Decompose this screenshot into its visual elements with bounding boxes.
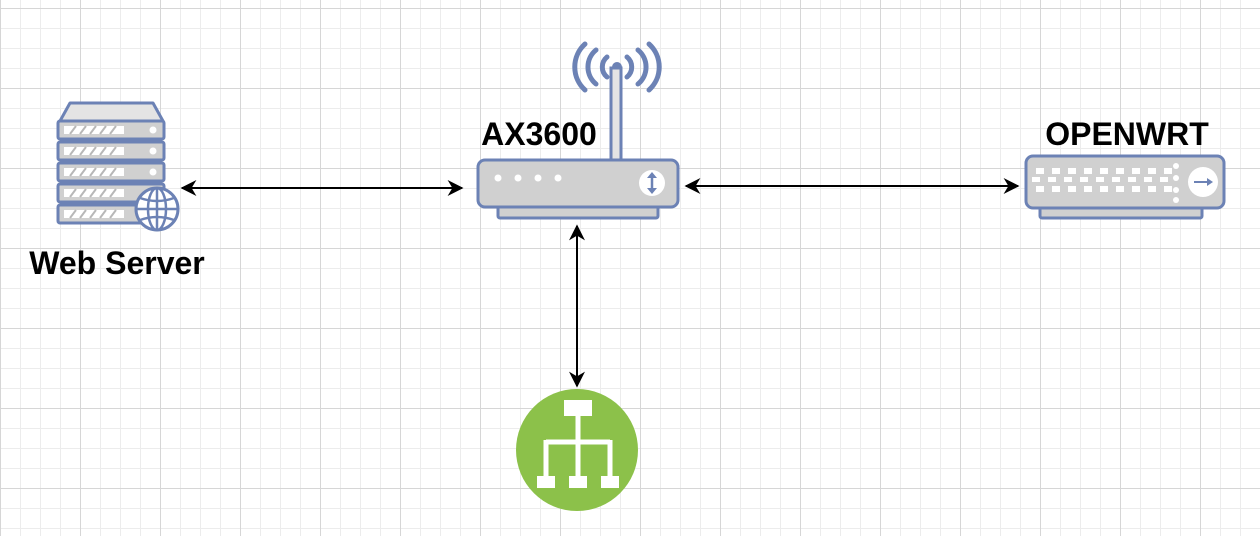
ax3600-label: AX3600 [481,116,597,152]
openwrt-label: OPENWRT [1045,116,1209,152]
network-hierarchy-icon [516,389,638,511]
wifi-signal-icon [572,41,662,93]
node-lan[interactable] [516,389,638,511]
updown-arrow-icon [647,172,657,194]
web-server-icon [56,101,180,232]
node-openwrt[interactable]: OPENWRT [1024,116,1226,220]
globe-icon [134,186,180,232]
network-switch-icon [1024,154,1226,220]
switch-ports [1032,168,1172,192]
arrow-right-icon [1194,178,1213,186]
edges [180,178,1020,388]
wireless-router-icon [476,41,680,220]
web-server-label: Web Server [29,245,205,281]
node-ax3600[interactable]: AX3600 [476,41,680,220]
node-web-server[interactable]: Web Server [29,101,205,281]
